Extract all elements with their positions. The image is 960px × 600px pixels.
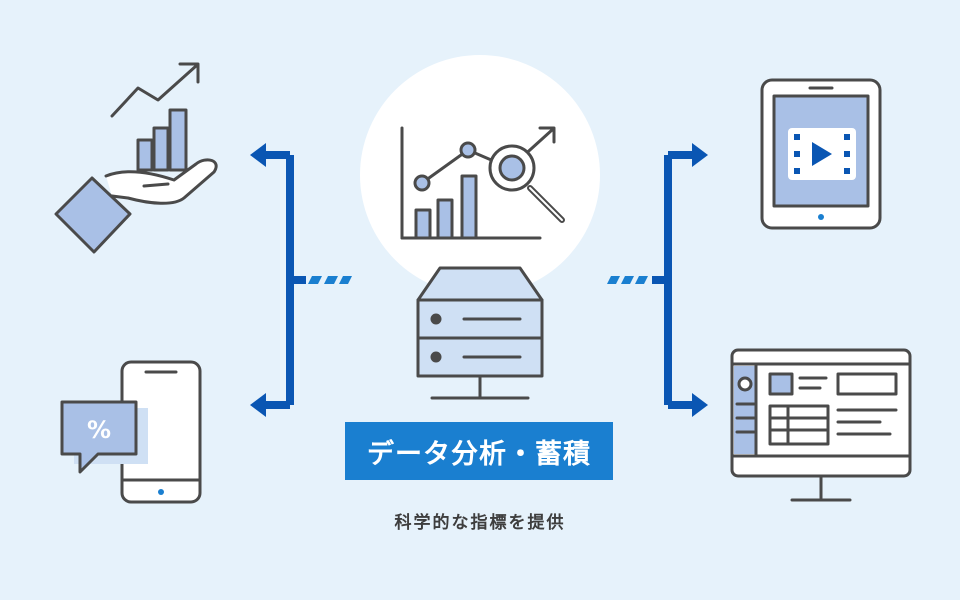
percent-label: % xyxy=(87,416,111,444)
hand-growth-chart-icon xyxy=(54,62,218,254)
right-connector xyxy=(607,143,708,417)
center-title-box: データ分析・蓄積 xyxy=(345,422,613,480)
center-subtitle: 科学的な指標を提供 xyxy=(394,513,566,533)
center-title: データ分析・蓄積 xyxy=(367,438,591,470)
analytics-magnifier-icon xyxy=(400,126,565,240)
left-connector xyxy=(250,143,352,417)
video-play-icon xyxy=(794,134,850,174)
smartphone-percent-icon xyxy=(60,360,202,504)
arrow-left-bottom xyxy=(250,393,266,417)
arrow-right-top xyxy=(692,143,708,167)
arrow-right-bottom xyxy=(692,393,708,417)
desktop-monitor-icon xyxy=(730,348,912,502)
server-icon xyxy=(416,266,544,400)
arrow-left-top xyxy=(250,143,266,167)
center-circle xyxy=(360,55,600,295)
